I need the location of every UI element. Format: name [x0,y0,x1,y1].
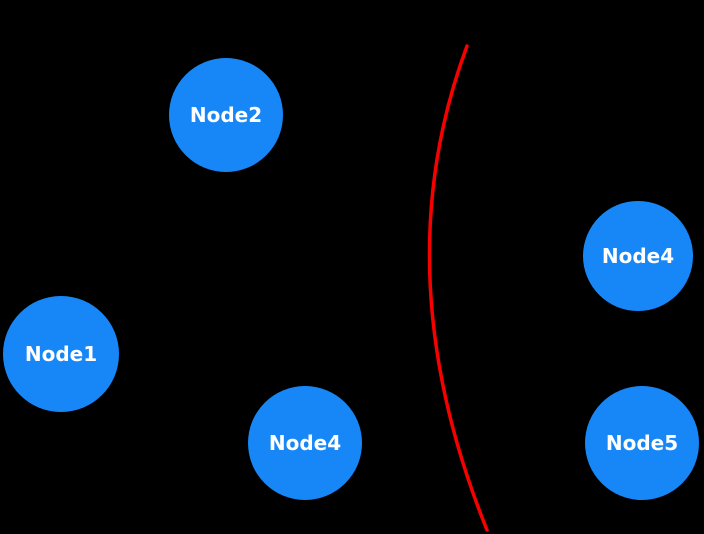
node-label: Node1 [25,342,97,366]
node-circle [3,296,119,412]
node-circle [248,386,362,500]
red-divider-curve [427,44,489,532]
graph-node-node1: Node1 [3,296,119,412]
node-circle [583,201,693,311]
node-label: Node4 [602,244,674,268]
node-label: Node4 [269,431,341,455]
graph-node-node4-center: Node4 [248,386,362,500]
node-label: Node2 [190,103,262,127]
graph-node-node2: Node2 [169,58,283,172]
graph-node-node4-right: Node4 [583,201,693,311]
node-circle [169,58,283,172]
node-circle [585,386,699,500]
graph-node-node5: Node5 [585,386,699,500]
node-label: Node5 [606,431,678,455]
